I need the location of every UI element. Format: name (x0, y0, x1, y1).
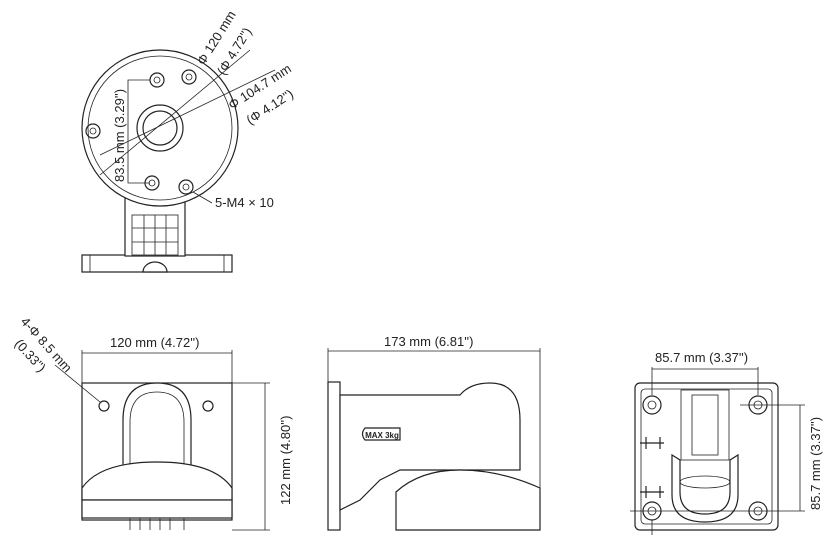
front-width-label: 120 mm (4.72'') (110, 335, 200, 350)
bottom-plate (634, 382, 779, 531)
side-dome (395, 469, 541, 531)
front-height-label: 122 mm (4.80'') (278, 416, 293, 506)
side-view: MAX 3kg 173 mm (6.81'') (327, 334, 541, 531)
bottom-view: 85.7 mm (3.37'') 85.7 mm (3.37'') (630, 350, 823, 535)
outer-circle (81, 49, 239, 207)
mount-hole (202, 400, 214, 412)
side-wall-plate (327, 381, 341, 531)
inner-circle (87, 55, 233, 201)
max-load-badge (361, 427, 401, 441)
side-length-label: 173 mm (6.81'') (384, 334, 474, 349)
hole-spacing-label: 83.5 mm (3.29'') (112, 89, 127, 182)
vertical-spacing-label: 85.7 mm (3.37'') (808, 417, 823, 510)
cable-clips (640, 437, 664, 498)
top-view: Φ 120 mm (Φ 4.72'') Φ 104.7 mm (Φ 4.12''… (81, 8, 296, 273)
dome-cap (81, 461, 233, 501)
base-notch (142, 261, 168, 273)
horizontal-spacing-label: 85.7 mm (3.37'') (655, 350, 748, 365)
center-hole (136, 104, 184, 152)
front-view: 120 mm (4.72'') 122 mm (4.80'') 4-Φ 8.5 … (12, 314, 293, 531)
mount-hole (98, 400, 110, 412)
badge-text: MAX 3kg (365, 431, 399, 440)
arm (122, 382, 192, 471)
screws-label: 5-M4 × 10 (215, 195, 274, 210)
